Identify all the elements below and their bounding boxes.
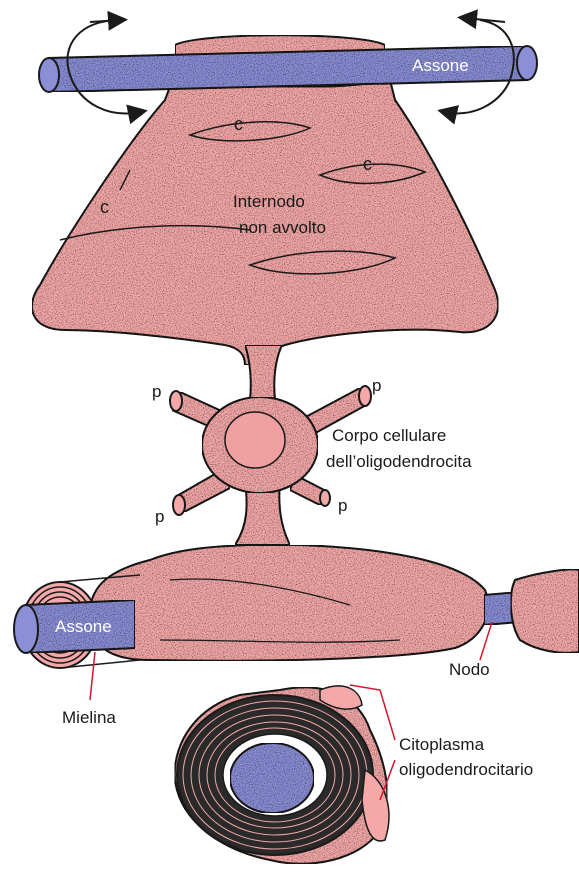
label-internode-line2: non avvolto	[239, 218, 326, 237]
label-cytoplasm-line2: oligodendrocitario	[399, 760, 533, 779]
next-myelin-segment	[511, 569, 579, 652]
label-myelin: Mielina	[62, 708, 116, 727]
label-p-bottom-left: p	[155, 507, 164, 526]
label-c-top: c	[234, 114, 243, 134]
cell-body	[170, 345, 371, 545]
label-axon-top: Assone	[412, 56, 469, 75]
label-c-right: c	[363, 154, 372, 174]
label-cell-body-line1: Corpo cellulare	[332, 426, 446, 445]
label-cell-body-line2: dell’oligodendrocita	[326, 452, 472, 471]
label-c-left: c	[100, 197, 109, 217]
label-p-top-right: p	[372, 376, 381, 395]
label-cytoplasm-line1: Citoplasma	[399, 735, 485, 754]
cross-section	[175, 686, 389, 864]
label-p-top-left: p	[152, 382, 161, 401]
label-node: Nodo	[449, 660, 490, 679]
label-internode-line1: Internodo	[233, 192, 305, 211]
label-axon-bottom: Assone	[55, 617, 112, 636]
label-p-bottom-right: p	[338, 496, 347, 515]
